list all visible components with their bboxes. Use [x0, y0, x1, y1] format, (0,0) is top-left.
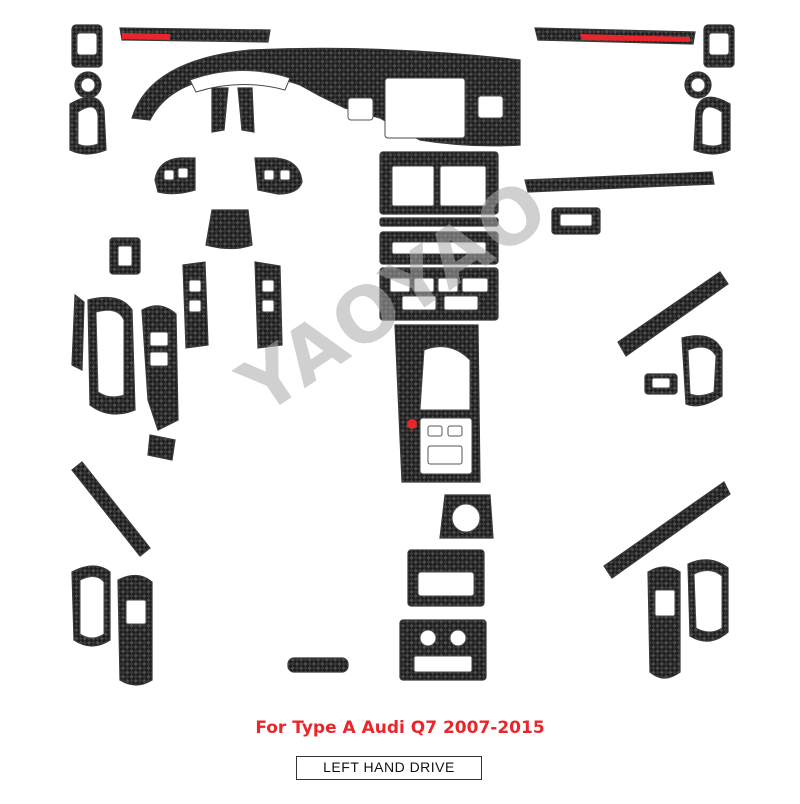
rear-console-group — [287, 549, 487, 681]
left-door-panel-trim — [141, 305, 179, 431]
rear-left-window-switch-trim — [117, 574, 153, 686]
right-door-long-strip — [617, 271, 729, 357]
gear-console — [394, 324, 494, 539]
drive-side-label: LEFT HAND DRIVE — [296, 756, 482, 780]
small-grab-strip — [287, 657, 349, 673]
right-dash-trims — [524, 171, 715, 235]
right-dash-long-strip — [524, 171, 715, 193]
product-caption: For Type A Audi Q7 2007-2015 — [255, 718, 545, 738]
right-door-trims — [617, 271, 729, 407]
rear-right-door-strip — [603, 481, 731, 579]
rear-left-door-trims — [71, 461, 153, 686]
rear-left-door-strip — [71, 461, 151, 557]
top-right-trim-group — [534, 24, 735, 155]
cluster-right-pillar — [237, 87, 255, 133]
red-start-button — [407, 419, 417, 429]
cluster-left-pillar — [211, 87, 229, 133]
center-stack — [379, 151, 499, 321]
top-left-trim-group — [69, 24, 271, 155]
rear-right-door-trims — [603, 481, 731, 679]
steering-trim-right — [254, 157, 303, 195]
left-door-trims — [71, 237, 283, 461]
dashboard-main-panel — [131, 47, 521, 147]
dashboard-screen-opening — [384, 77, 466, 139]
center-control-panel — [379, 267, 499, 321]
shift-boot-surround — [205, 209, 253, 250]
steering-trim-left — [154, 157, 196, 195]
steering-wheel-trims — [154, 157, 303, 195]
rear-right-window-switch-trim — [647, 566, 681, 679]
